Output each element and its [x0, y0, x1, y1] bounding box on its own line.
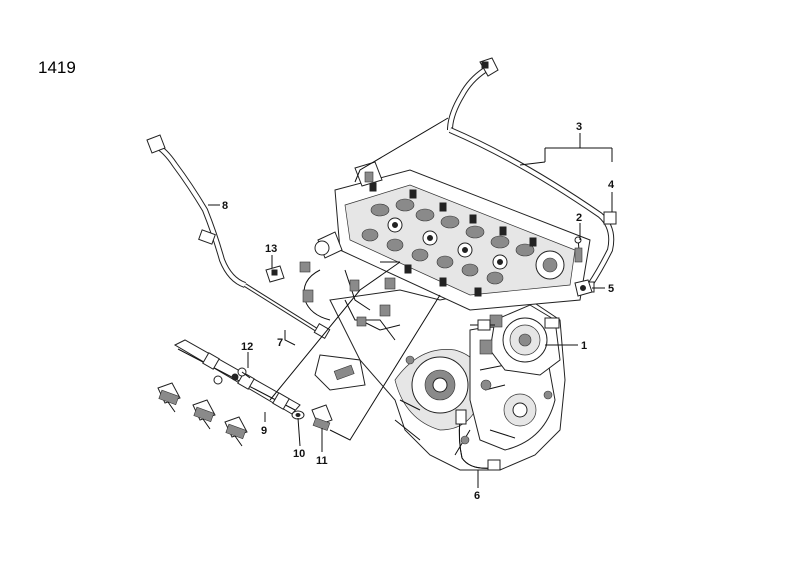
callout-3: 3 — [576, 121, 582, 133]
valve-bores — [387, 217, 508, 270]
bolt-12 — [237, 367, 251, 379]
camshaft-row-lower — [361, 228, 504, 285]
callout-9: 9 — [261, 425, 267, 437]
clip-13 — [265, 265, 285, 283]
head-bolts — [369, 182, 537, 297]
figure-number: 1419 — [38, 58, 76, 77]
vacuum-tube-7 — [243, 283, 331, 340]
vacuum-hose-8 — [146, 134, 247, 288]
callout-8: 8 — [222, 200, 228, 212]
fuel-rail — [173, 339, 301, 415]
callout-1: 1 — [581, 340, 587, 352]
sensor-part-2 — [574, 236, 583, 263]
seal-10 — [291, 410, 305, 420]
callout-7: 7 — [277, 337, 283, 349]
callout-13: 13 — [265, 243, 277, 255]
leader-lines — [208, 117, 613, 488]
callout-labels: 1 2 3 4 5 6 7 8 9 10 11 12 13 — [222, 121, 615, 502]
cylinder-head — [299, 161, 591, 331]
callout-6: 6 — [474, 490, 480, 502]
callout-5: 5 — [608, 283, 614, 295]
callout-10: 10 — [293, 448, 305, 460]
injector-11 — [311, 404, 333, 431]
clip-part-5 — [574, 279, 593, 297]
callout-2: 2 — [576, 212, 582, 224]
callout-11: 11 — [316, 455, 328, 467]
callout-12: 12 — [241, 341, 253, 353]
throttle-body — [470, 304, 561, 376]
callout-4: 4 — [608, 179, 615, 191]
camshaft-row-upper — [370, 198, 535, 257]
fuel-injectors — [157, 382, 248, 447]
coolant-pipe — [455, 409, 501, 471]
